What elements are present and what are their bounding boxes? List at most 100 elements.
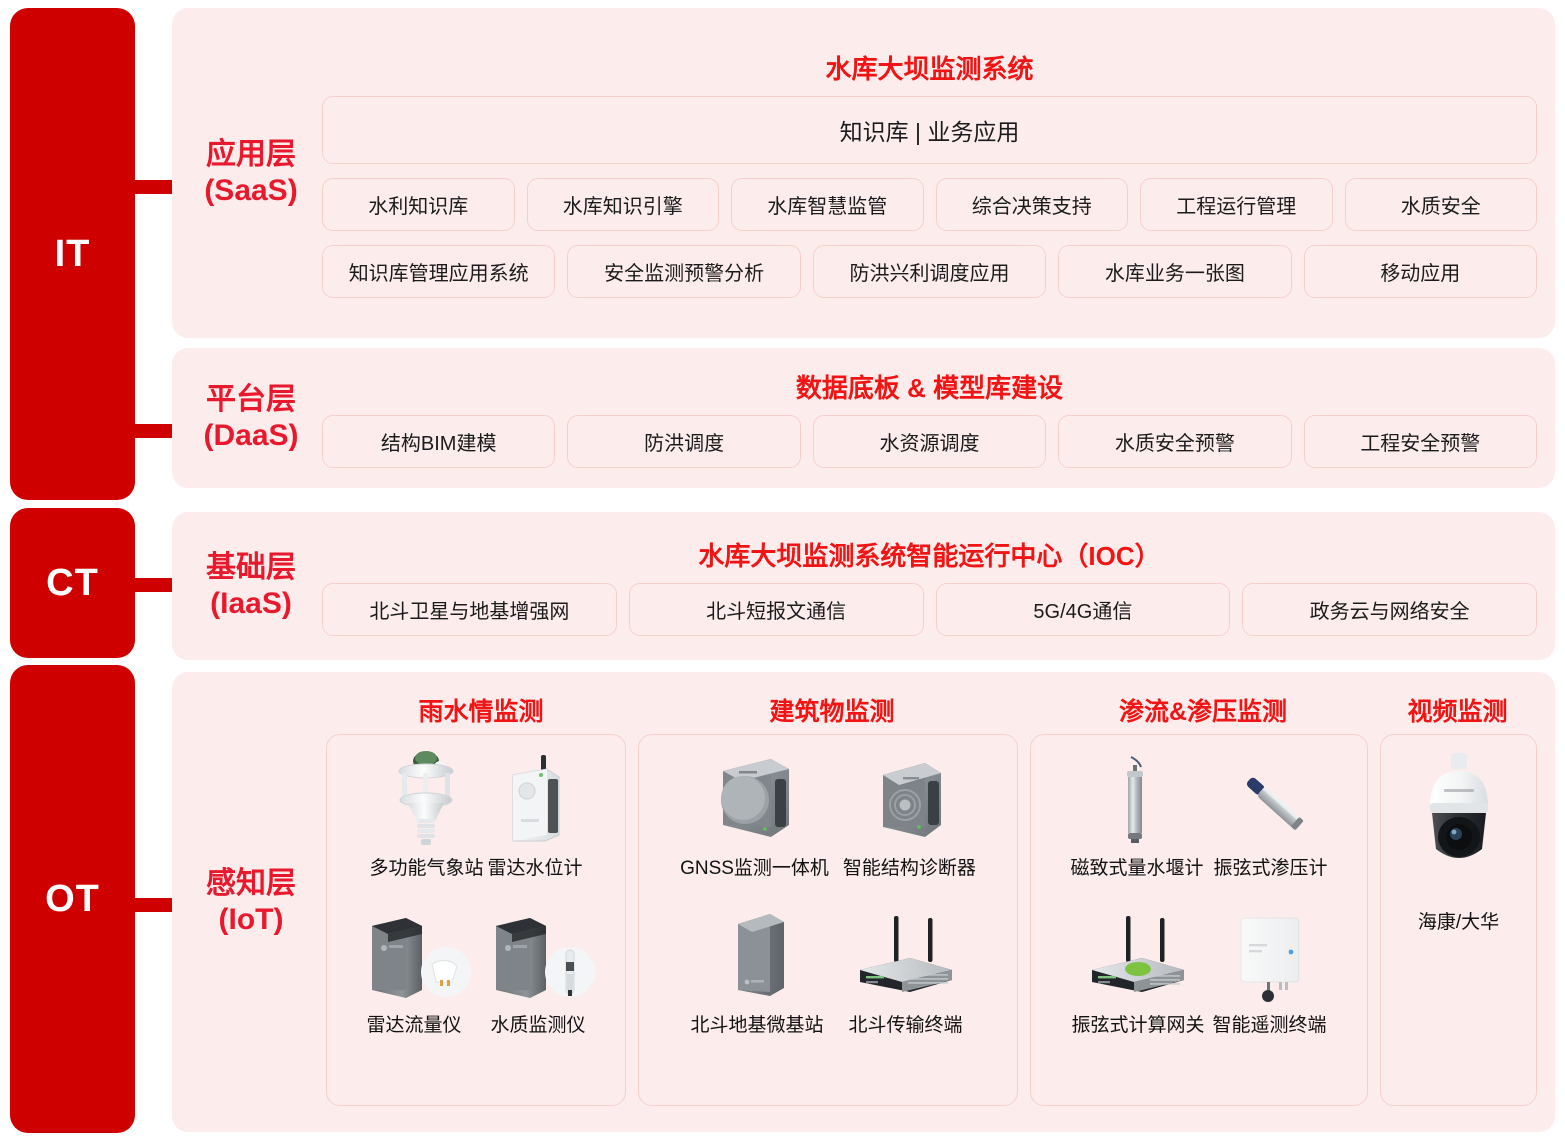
device-label: 智能遥测终端 [1212,1015,1327,1036]
device-item[interactable]: 智能遥测终端 [1213,902,1327,1037]
device-item[interactable]: 多功能气象站 [369,745,484,880]
device-item[interactable]: 海康/大华 [1404,745,1514,934]
daas-item[interactable]: 工程安全预警 [1303,415,1538,468]
saas-item[interactable]: 水库业务一张图 [1058,244,1292,298]
saas-item[interactable]: 水质安全 [1344,177,1537,231]
beidou-transmit-terminal-icon [846,902,966,1004]
telemetry-terminal-icon [1215,902,1325,1004]
connector-it-daas [124,424,184,438]
device-row: GNSS监测一体机 [645,745,1011,880]
daas-item[interactable]: 水质安全预警 [1058,415,1292,468]
layer-saas: 应用层 (SaaS) 水库大坝监测系统 知识库 | 业务应用 水利知识库 水库知… [172,8,1555,338]
connector-it-saas [124,180,184,194]
device-label: 水质监测仪 [490,1015,586,1036]
iaas-item[interactable]: 政务云与网络安全 [1242,583,1537,636]
layer-daas-title-sub: (DaaS) [203,419,299,452]
device-item[interactable]: 磁致式量水堰计 [1070,745,1204,880]
saas-item[interactable]: 水库知识引擎 [526,177,719,231]
iot-heading-rain: 雨水情监测 [418,698,544,726]
device-row: 雷达流量仪 [333,902,619,1037]
daas-row: 结构BIM建模 防洪调度 水资源调度 水质安全预警 工程安全预警 [321,415,1538,468]
saas-item[interactable]: 安全监测预警分析 [567,244,801,298]
device-row: 振弦式计算网关 [1037,902,1361,1037]
device-label: 雷达流量仪 [366,1015,462,1036]
layer-daas-title-main: 平台层 [206,383,296,416]
layer-iot-body: 雨水情监测 建筑物监测 渗流&渗压监测 视频监测 [322,688,1555,1116]
layer-iot-title-sub: (IoT) [218,903,284,936]
layer-daas: 平台层 (DaaS) 数据底板 & 模型库建设 结构BIM建模 防洪调度 水资源… [172,348,1555,488]
connector-ot-iot [124,898,184,912]
layer-daas-body: 数据底板 & 模型库建设 结构BIM建模 防洪调度 水资源调度 水质安全预警 工… [321,368,1555,468]
device-item[interactable]: 北斗传输终端 [846,902,966,1037]
iot-group-video: 海康/大华 [1380,734,1537,1106]
saas-item[interactable]: 知识库管理应用系统 [321,244,556,298]
device-label: 北斗地基微基站 [690,1015,824,1036]
device-row: 磁致式量水堰计 [1037,745,1361,880]
layer-iaas-heading: 水库大坝监测系统智能运行中心（IOC） [698,541,1161,571]
iot-heading-structure: 建筑物监测 [769,698,895,726]
device-label: 多功能气象站 [369,858,484,879]
device-label: GNSS监测一体机 [680,858,829,879]
iot-groups: 多功能气象站 [326,734,1537,1106]
iot-group-structure: GNSS监测一体机 [638,734,1018,1106]
weather-station-icon [384,745,468,847]
layer-saas-heading: 水库大坝监测系统 [825,53,1034,84]
layer-iot-title: 感知层 (IoT) [172,866,322,938]
layer-iaas-body: 水库大坝监测系统智能运行中心（IOC） 北斗卫星与地基增强网 北斗短报文通信 5… [322,536,1555,636]
device-item[interactable]: 北斗地基微基站 [690,902,824,1037]
radar-flow-meter-icon [354,902,474,1004]
layer-iaas-title-main: 基础层 [206,551,296,584]
layer-iaas: 基础层 (IaaS) 水库大坝监测系统智能运行中心（IOC） 北斗卫星与地基增强… [172,512,1555,660]
radar-level-gauge-icon [495,745,575,847]
layer-daas-title: 平台层 (DaaS) [172,382,322,454]
device-label: 磁致式量水堰计 [1070,858,1204,879]
pillar-ct: CT [10,508,135,658]
layer-saas-title: 应用层 (SaaS) [172,137,322,209]
water-quality-monitor-icon [478,902,598,1004]
iot-heading-seepage: 渗流&渗压监测 [1118,698,1288,726]
device-item[interactable]: 雷达水位计 [488,745,583,880]
saas-row-1: 水利知识库 水库知识引擎 水库智慧监管 综合决策支持 工程运行管理 水质安全 [322,177,1537,231]
device-row: 多功能气象站 [333,745,619,880]
daas-item[interactable]: 水资源调度 [812,415,1047,468]
layer-iot-title-main: 感知层 [206,867,296,900]
iaas-item[interactable]: 北斗短报文通信 [628,583,924,636]
saas-item[interactable]: 水库智慧监管 [731,177,924,231]
device-item[interactable]: 振弦式计算网关 [1071,902,1205,1037]
device-label: 北斗传输终端 [848,1015,963,1036]
device-item[interactable]: 雷达流量仪 [354,902,474,1037]
saas-item[interactable]: 水利知识库 [322,177,515,231]
saas-item[interactable]: 综合决策支持 [935,177,1128,231]
pillar-ot-label: OT [45,877,100,920]
layer-saas-title-main: 应用层 [206,138,296,171]
iaas-row: 北斗卫星与地基增强网 北斗短报文通信 5G/4G通信 政务云与网络安全 [322,583,1537,636]
saas-banner[interactable]: 知识库 | 业务应用 [322,95,1537,164]
saas-item[interactable]: 工程运行管理 [1140,177,1333,231]
device-item[interactable]: GNSS监测一体机 [680,745,829,880]
gnss-monitor-icon [699,745,809,847]
saas-row-2: 知识库管理应用系统 安全监测预警分析 防洪兴利调度应用 水库业务一张图 移动应用 [321,244,1538,298]
device-row: 海康/大华 [1387,745,1530,934]
daas-item[interactable]: 防洪调度 [567,415,801,468]
pillar-ct-label: CT [46,561,99,604]
iot-heading-video: 视频监测 [1407,698,1508,726]
iot-group-rain: 多功能气象站 [326,734,626,1106]
device-item[interactable]: 水质监测仪 [478,902,598,1037]
device-label: 振弦式渗压计 [1213,858,1328,879]
pillar-it: IT [10,8,135,500]
iaas-item[interactable]: 5G/4G通信 [935,583,1231,636]
device-item[interactable]: 振弦式渗压计 [1214,745,1328,880]
layer-saas-title-sub: (SaaS) [204,174,298,207]
saas-item[interactable]: 防洪兴利调度应用 [812,244,1047,298]
connector-ct-iaas [124,578,184,592]
device-item[interactable]: 智能结构诊断器 [843,745,976,880]
daas-item[interactable]: 结构BIM建模 [321,415,556,468]
pillar-ot: OT [10,665,135,1133]
vibrating-wire-piezometer-icon [1216,745,1326,847]
pillar-it-label: IT [54,232,91,275]
iaas-item[interactable]: 北斗卫星与地基增强网 [322,583,617,636]
layer-iot: 感知层 (IoT) 雨水情监测 建筑物监测 渗流&渗压监测 视频监测 [172,672,1555,1132]
saas-item[interactable]: 移动应用 [1303,244,1538,298]
beidou-micro-station-icon [712,902,802,1004]
